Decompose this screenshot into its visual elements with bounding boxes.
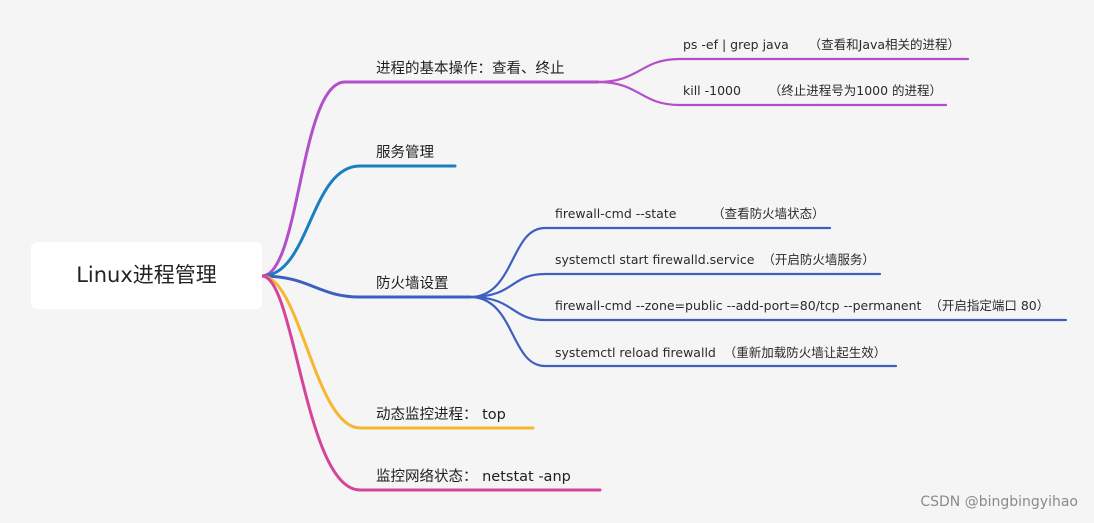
leaf-connector-kill	[596, 80, 948, 107]
branch-top-monitor: 动态监控进程： top	[376, 407, 506, 423]
leaf-connector-fw-reload	[468, 295, 898, 368]
leaf-connector-fw-start	[468, 272, 882, 299]
leaf-connector-fw-port	[468, 295, 1068, 322]
leaf-firewall-start: systemctl start firewalld.service （开启防火墙…	[555, 252, 875, 267]
watermark: CSDN @bingbingyihao	[920, 494, 1078, 510]
root-node	[31, 242, 262, 309]
branch-connector-top	[260, 274, 535, 430]
branch-connector-service-mgmt	[260, 164, 457, 278]
branch-process-ops: 进程的基本操作：查看、终止	[376, 61, 565, 77]
branch-firewall: 防火墙设置	[376, 276, 449, 292]
leaf-ps-grep-java: ps -ef | grep java （查看和Java相关的进程）	[683, 37, 961, 52]
branch-netstat-monitor: 监控网络状态： netstat -anp	[376, 469, 571, 485]
leaf-kill-process: kill -1000 （终止进程号为1000 的进程）	[683, 83, 943, 98]
leaf-connector-ps	[596, 57, 970, 84]
leaf-firewall-add-port: firewall-cmd --zone=public --add-port=80…	[555, 298, 1050, 313]
leaf-firewall-reload: systemctl reload firewalld （重新加载防火墙让起生效）	[555, 345, 887, 360]
branch-service-mgmt: 服务管理	[376, 145, 434, 161]
branch-connector-netstat	[260, 274, 602, 492]
branch-connector-firewall	[260, 274, 472, 299]
leaf-connector-fw-state	[468, 226, 832, 299]
root-node-label: Linux进程管理	[76, 263, 217, 287]
branch-connector-process-ops	[260, 80, 600, 278]
leaf-firewall-state: firewall-cmd --state （查看防火墙状态）	[555, 206, 825, 221]
